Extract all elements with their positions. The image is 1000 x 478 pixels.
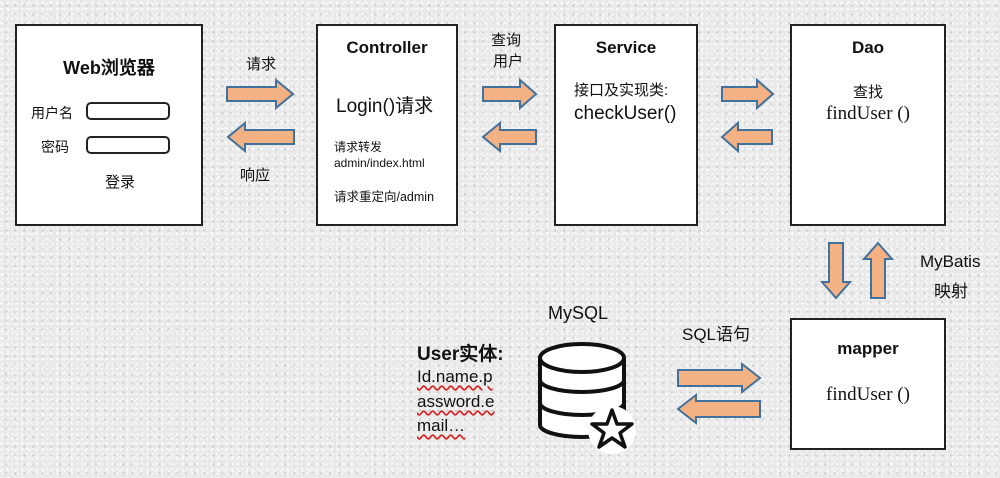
service-to-dao-arrow bbox=[721, 77, 775, 111]
password-label: 密码 bbox=[41, 139, 69, 155]
dao-box: Dao 查找 findUser () bbox=[790, 24, 946, 226]
service-interface-label: 接口及实现类: bbox=[574, 82, 669, 99]
sql-return-arrow bbox=[676, 392, 761, 426]
mapper-method: findUser () bbox=[826, 384, 910, 405]
entity-title: User实体: bbox=[417, 344, 504, 365]
sql-arrow bbox=[677, 361, 762, 395]
dao-lookup: 查找 bbox=[852, 84, 883, 101]
redirect-text: 请求重定向/admin bbox=[334, 190, 435, 204]
service-box: Service 接口及实现类: checkUser() bbox=[554, 24, 698, 226]
dao-title: Dao bbox=[851, 38, 885, 57]
mapper-to-dao-arrow bbox=[861, 241, 895, 299]
service-title: Service bbox=[595, 38, 657, 57]
login-button[interactable]: 登录 bbox=[105, 174, 136, 191]
password-field[interactable] bbox=[86, 136, 170, 154]
browser-title: Web浏览器 bbox=[63, 58, 155, 78]
web-browser-box: Web浏览器 用户名 密码 登录 bbox=[15, 24, 203, 226]
mapper-box: mapper findUser () bbox=[790, 318, 946, 450]
mybatis-label-line2: 映射 bbox=[934, 282, 968, 301]
dao-to-service-arrow bbox=[720, 120, 773, 154]
query-label-line1: 查询 bbox=[491, 32, 522, 49]
response-label: 响应 bbox=[240, 167, 271, 184]
database-star-icon bbox=[538, 342, 636, 454]
database-label: MySQL bbox=[548, 303, 609, 323]
sql-label: SQL语句 bbox=[682, 325, 751, 344]
entity-line1: Id.name.p bbox=[417, 367, 493, 386]
service-method: checkUser() bbox=[574, 103, 677, 124]
mybatis-label-line1: MyBatis bbox=[920, 252, 981, 271]
controller-method: Login()请求 bbox=[336, 96, 434, 117]
entity-line3: mail… bbox=[417, 416, 465, 436]
mapper-title: mapper bbox=[837, 339, 899, 358]
query-return-arrow bbox=[481, 120, 537, 154]
entity-line3-text: mail… bbox=[417, 416, 466, 435]
request-label: 请求 bbox=[246, 56, 277, 73]
controller-title: Controller bbox=[346, 38, 428, 57]
username-field[interactable] bbox=[86, 102, 170, 120]
forward-line1: 请求转发 bbox=[334, 140, 383, 154]
username-label: 用户名 bbox=[31, 105, 73, 121]
entity-line2: assword.e bbox=[417, 392, 495, 411]
forward-line2: admin/index.html bbox=[334, 156, 425, 170]
dao-method: findUser () bbox=[826, 103, 910, 124]
request-arrow bbox=[226, 77, 295, 111]
response-arrow bbox=[226, 120, 295, 154]
dao-to-mapper-arrow bbox=[819, 242, 853, 300]
query-arrow bbox=[482, 77, 538, 111]
query-label-line2: 用户 bbox=[493, 53, 524, 70]
controller-box: Controller Login()请求 请求转发 admin/index.ht… bbox=[316, 24, 458, 226]
